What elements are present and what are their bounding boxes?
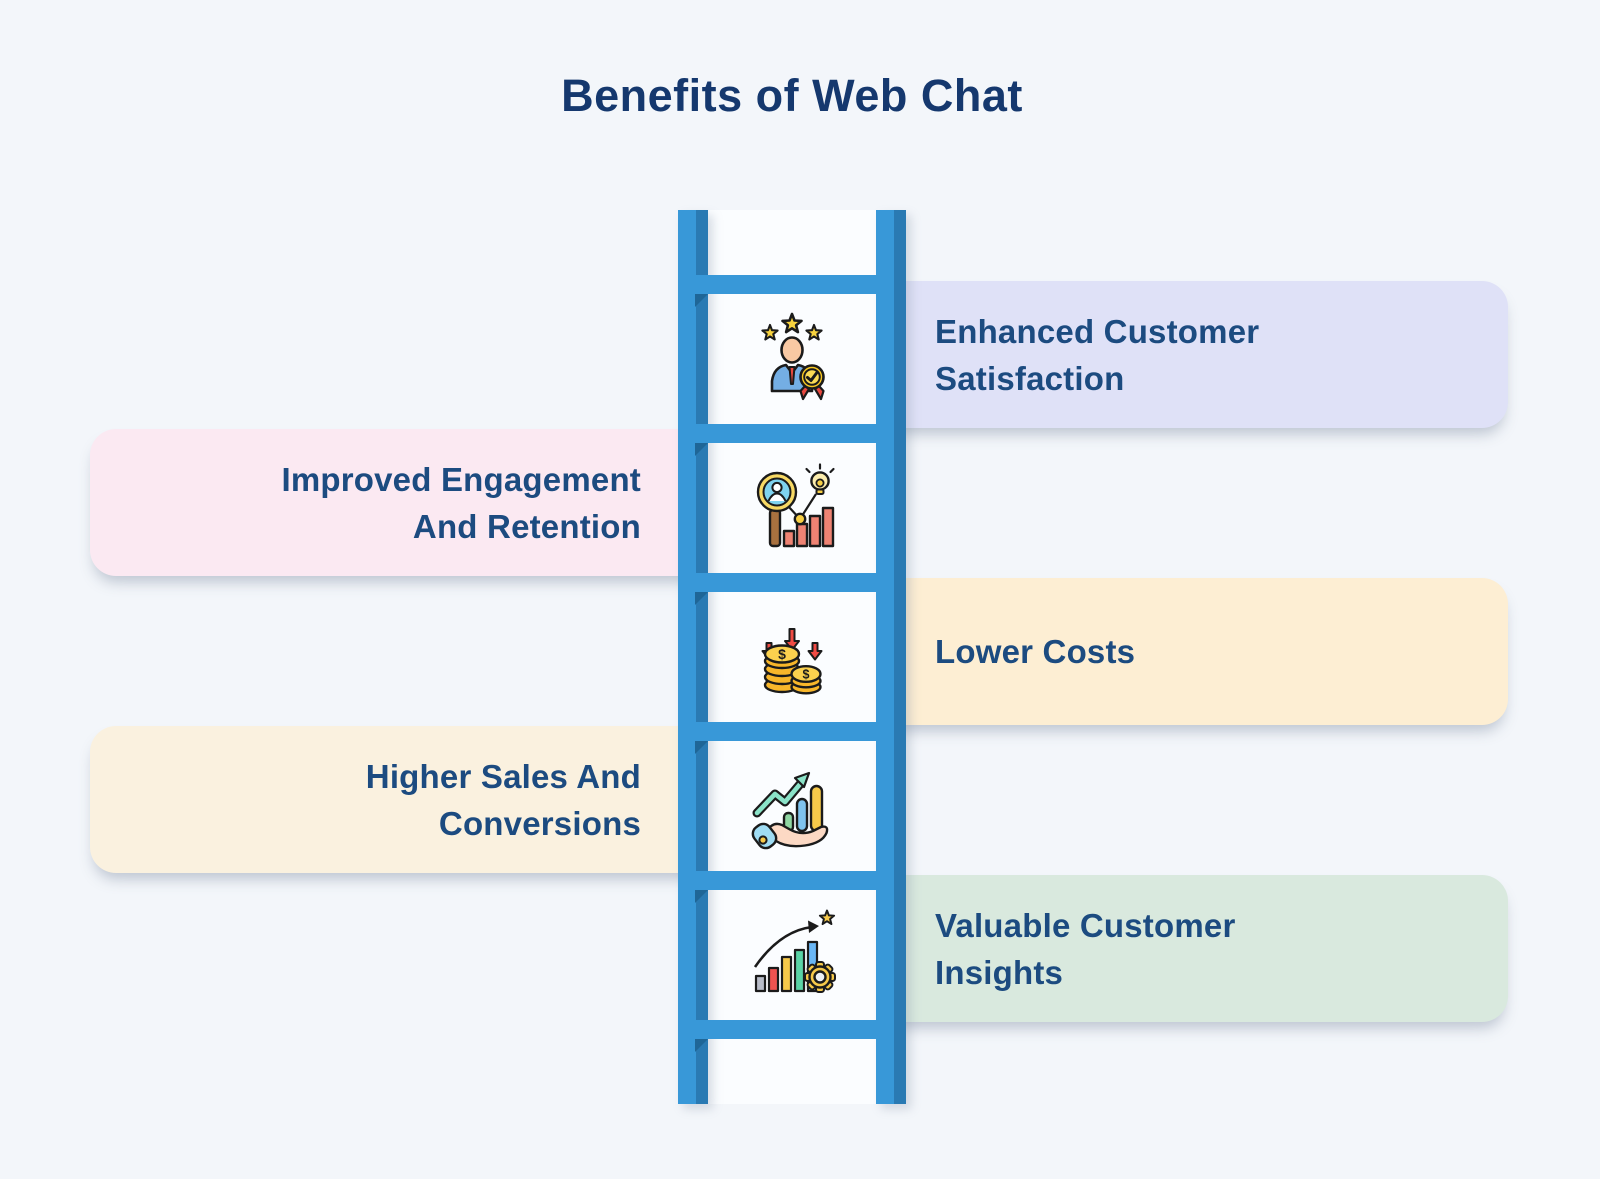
- svg-text:$: $: [803, 668, 810, 682]
- card-enhanced-customer-satisfaction: Enhanced Customer Satisfaction: [860, 281, 1508, 428]
- ladder-rung: [692, 722, 882, 754]
- card-label: Lower Costs: [935, 628, 1135, 675]
- card-label-line: Higher Sales And: [365, 757, 641, 795]
- ladder-rung: [692, 275, 882, 307]
- card-label: Improved Engagement And Retention: [281, 456, 641, 550]
- icon-cell: [706, 741, 878, 871]
- card-improved-engagement-and-retention: Improved Engagement And Retention: [90, 429, 708, 576]
- card-label: Enhanced Customer Satisfaction: [935, 308, 1259, 402]
- ladder-rung: [692, 424, 882, 456]
- icon-cell: [706, 443, 878, 573]
- ladder-left-rail: [678, 210, 708, 1104]
- card-label: Valuable Customer Insights: [935, 902, 1236, 996]
- ladder-rung: [692, 573, 882, 605]
- card-label-line: And Retention: [412, 507, 641, 545]
- customer-satisfaction-icon: [761, 312, 825, 401]
- icon-cell: $ $: [706, 592, 878, 722]
- customer-insights-icon: [753, 909, 836, 993]
- page-title: Benefits of Web Chat: [561, 70, 1023, 121]
- ladder-rung: [692, 1020, 882, 1052]
- card-lower-costs: Lower Costs: [860, 578, 1508, 725]
- icon-cell: [706, 294, 878, 424]
- card-label-line: Enhanced Customer: [935, 312, 1260, 350]
- ladder-inner-panel: [706, 210, 878, 1104]
- card-valuable-customer-insights: Valuable Customer Insights: [860, 875, 1508, 1022]
- card-higher-sales-and-conversions: Higher Sales And Conversions: [90, 726, 708, 873]
- card-label-line: Insights: [935, 953, 1064, 991]
- card-label-line: Improved Engagement: [281, 460, 641, 498]
- icon-cell: [706, 890, 878, 1020]
- sales-growth-icon: [751, 771, 829, 850]
- svg-text:$: $: [778, 646, 786, 662]
- card-label-line: Lower Costs: [935, 633, 1136, 670]
- lower-costs-icon: $ $: [761, 628, 823, 695]
- card-label: Higher Sales And Conversions: [366, 753, 641, 847]
- card-label-line: Satisfaction: [935, 359, 1125, 397]
- engagement-analysis-icon: [756, 463, 835, 548]
- ladder-rung: [692, 871, 882, 903]
- card-label-line: Valuable Customer: [935, 906, 1236, 944]
- card-label-line: Conversions: [438, 804, 641, 842]
